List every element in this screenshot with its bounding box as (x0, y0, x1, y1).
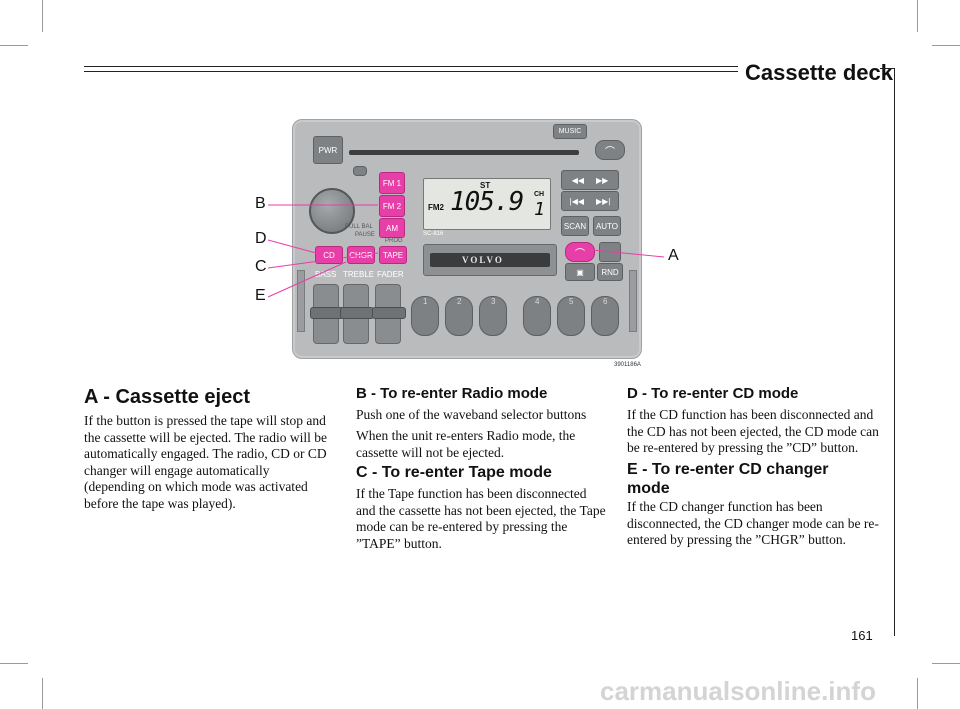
eject-icon: ⌒ (575, 248, 585, 260)
crop-mark (932, 45, 960, 46)
slider-knob[interactable] (372, 307, 406, 319)
indicator-led (353, 166, 367, 176)
left-vent (297, 270, 305, 332)
treble-slider[interactable] (340, 284, 374, 344)
preset-button-3[interactable] (479, 296, 507, 336)
rewind-button[interactable]: ◀◀ ▶▶ (561, 170, 619, 190)
preset-label: 4 (535, 297, 540, 306)
right-vent (629, 270, 637, 332)
crop-mark (917, 0, 918, 32)
cassette-slot: VOLVO (423, 244, 557, 276)
section-b-body: When the unit re-enters Radio mode, the … (356, 428, 576, 460)
fader-label: FADER (377, 270, 404, 279)
callout-b: B (255, 195, 266, 212)
preset-button-4[interactable] (523, 296, 551, 336)
crop-mark (42, 678, 43, 709)
brand-badge: MUSIC (553, 124, 587, 139)
preset-label: 2 (457, 297, 462, 306)
fm2-button[interactable]: FM 2 (379, 195, 405, 217)
display-panel: ST FM2 105.9 CH 1 (423, 178, 551, 230)
header-rule-end (880, 68, 894, 69)
callout-a: A (668, 247, 679, 264)
section-d-body: If the CD function has been disconnected… (627, 407, 879, 455)
display-channel-label: CH (534, 191, 545, 198)
am-button[interactable]: AM (379, 218, 405, 238)
callout-e: E (255, 287, 266, 304)
tape-eject-button[interactable]: ⌒ (565, 242, 595, 262)
rewind-icon: ◀◀ (571, 175, 584, 185)
crop-mark (42, 0, 43, 32)
bass-label: BASS (315, 270, 337, 279)
seek-back-icon: |◀◀ (569, 196, 584, 206)
preset-button-5[interactable] (557, 296, 585, 336)
volume-push-label: PULL BAL (345, 224, 373, 230)
callout-d: D (255, 230, 267, 247)
cassette-door (430, 253, 550, 267)
cd-slot (349, 150, 579, 155)
bass-slider[interactable] (310, 284, 344, 344)
cd-eject-button[interactable]: ⌒ (595, 140, 625, 160)
brand-logo: VOLVO (462, 255, 504, 265)
fm1-button[interactable]: FM 1 (379, 172, 405, 194)
callout-line-c (267, 252, 379, 269)
crop-mark (917, 678, 918, 709)
auto-button[interactable]: AUTO (593, 216, 621, 236)
rnd-button[interactable]: RND (597, 263, 623, 281)
seek-forward-icon: ▶▶| (596, 196, 611, 206)
radio-head-unit: MUSIC ⌒ PWR PULL BAL PAUSE FM 1 FM 2 AM … (292, 119, 642, 359)
preset-label: 5 (569, 297, 574, 306)
crop-mark (0, 45, 28, 46)
dolby-button[interactable]: ▣ (565, 263, 595, 281)
header-rule-bottom (84, 71, 738, 72)
display-stereo: ST (480, 181, 491, 190)
fader-slider[interactable] (372, 284, 406, 344)
section-c-body: If the Tape function has been disconnect… (356, 486, 606, 551)
section-d-title: D - To re-enter CD mode (627, 385, 799, 402)
figure-code: 3901186A (614, 362, 641, 368)
display-band: FM2 (428, 203, 444, 212)
cd-button[interactable]: CD (315, 246, 343, 264)
header-rule-top (84, 66, 738, 67)
pause-label: PAUSE (355, 232, 375, 238)
display-channel: 1 (534, 199, 545, 220)
scan-button[interactable]: SCAN (561, 216, 589, 236)
callout-line-a (591, 249, 665, 258)
volume-knob[interactable] (309, 188, 355, 234)
seek-button[interactable]: |◀◀ ▶▶| (561, 191, 619, 211)
preset-button-1[interactable] (411, 296, 439, 336)
preset-button-6[interactable] (591, 296, 619, 336)
dolby-icon: ▣ (576, 267, 584, 277)
page-number: 161 (851, 628, 873, 643)
callout-line-e (267, 261, 347, 298)
crop-mark (0, 663, 28, 664)
tape-button[interactable]: TAPE (379, 246, 407, 264)
preset-label: 3 (491, 297, 496, 306)
margin-rule (894, 68, 895, 636)
preset-button-2[interactable] (445, 296, 473, 336)
display-frequency: 105.9 (450, 187, 524, 217)
model-label: SC-816 (423, 231, 444, 237)
section-b-title: B - To re-enter Radio mode (356, 385, 548, 402)
section-e-title: E - To re-enter CD changer mode (627, 461, 829, 497)
treble-label: TREBLE (343, 270, 375, 279)
preset-label: 1 (423, 297, 428, 306)
section-a-title: A - Cassette eject (84, 386, 250, 408)
power-button[interactable]: PWR (313, 136, 343, 164)
eject-icon: ⌒ (605, 146, 615, 158)
page-title: Cassette deck (745, 60, 893, 85)
preset-label: 6 (603, 297, 608, 306)
section-a-body: If the button is pressed the tape will s… (84, 413, 328, 511)
section-c-title: C - To re-enter Tape mode (356, 464, 552, 481)
section-b-body: Push one of the waveband selector button… (356, 407, 587, 422)
watermark: carmanualsonline.info (600, 676, 876, 706)
prog-label: PROG (385, 238, 403, 244)
crop-mark (932, 663, 960, 664)
fast-forward-icon: ▶▶ (596, 175, 609, 185)
section-e-body: If the CD changer function has been disc… (627, 499, 879, 547)
callout-line-d (267, 239, 317, 254)
callout-c: C (255, 258, 267, 275)
